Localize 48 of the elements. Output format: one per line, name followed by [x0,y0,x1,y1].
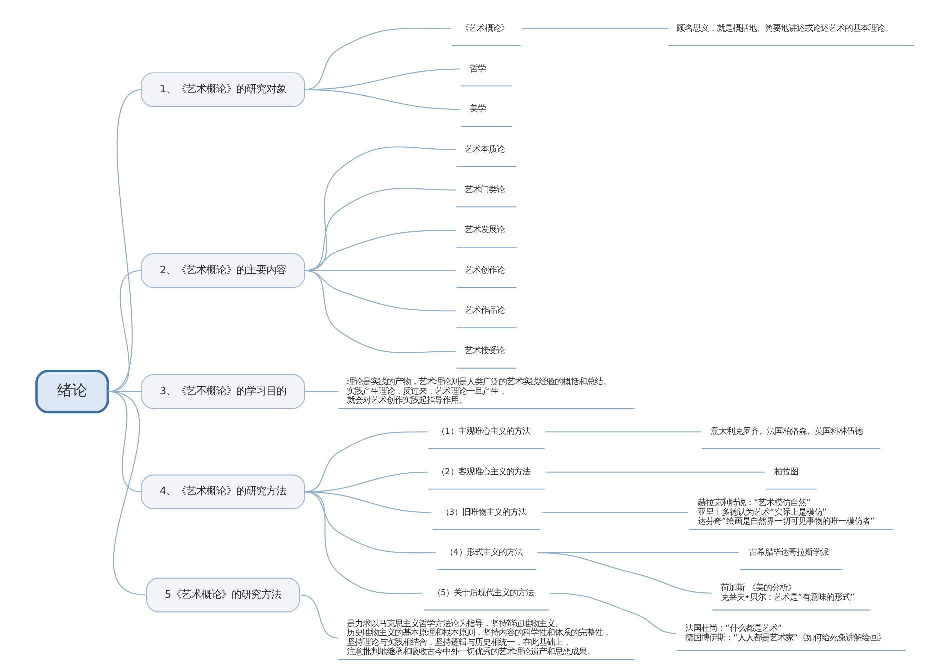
connector [304,89,460,110]
connector [304,28,451,90]
node-text: 赫拉克利特说：“艺术模仿自然” 亚里士多德认为艺术“实际上是模仿” 达芬奇“绘画是自然界一切可见事物的唯一模仿者” [698,497,874,526]
node-text: 美学 [469,104,486,114]
connector [522,28,668,30]
connector [304,188,456,272]
node-text: 艺术发展论 [464,224,505,235]
connector [107,89,142,392]
node-text: 意大利克罗齐、法国柏洛森、英国科林伍德 [710,426,862,436]
node-text: 法国杜尚：“什么都是艺术” 德国博伊斯：“人人都是艺术家”《如何给死兔讲解绘画》 [685,623,886,642]
connector [545,432,701,433]
node-text: 荷加斯 《美的分析》 克莱夫•贝尔：艺术是“有意味的形式” [720,582,854,602]
connector [304,270,456,354]
node-text: 艺术接受论 [464,346,505,356]
node-text: 理论是实践的产物，艺术理论则是人类广泛的艺术实践经验的概括和总结。实践产生理论，反过来，艺术理论一旦产生，就会对艺术创作实践起指导作用。 [346,376,611,406]
node-text: 艺术创作论 [464,264,505,275]
connector [550,592,676,634]
connector [304,492,422,594]
node-text: （3）旧唯物主义的方法 [440,506,526,517]
connector [542,512,688,514]
connector [304,146,456,272]
node-text: 艺术门类论 [464,184,505,194]
connector [107,391,146,596]
node-text: 艺术本质论 [464,144,505,154]
connector [300,594,338,639]
node-text: 《艺术概论》 [460,23,508,34]
connector [304,230,456,272]
node-box: 4、《艺术概论》的研究方法 [140,474,305,510]
node-text: （2）客观唯心主义的方法 [436,466,530,476]
node-text: （5）关于后现代主义的方法 [432,587,534,598]
node-text: 柏拉图 [774,466,798,476]
connector [545,472,765,473]
node-box: 2、《艺术概论》的主要内容 [140,254,305,288]
node-text: （4）形式主义的方法 [445,547,522,558]
node-text: 哲学 [469,63,486,74]
node-text: 艺术作品论 [464,305,505,316]
node-box: 1、《艺术概论》的研究对象 [140,72,305,108]
node-text: 古希腊毕达哥拉斯学派 [748,547,828,558]
connector [304,391,338,392]
node-box: 绪论 [35,370,109,414]
node-box: 3、《艺不概论》的学习目的 [140,374,305,410]
node-text: 顾名思义，就是概括地、简要地讲述或论述艺术的基本理论。 [676,23,893,34]
node-box: 5《艺术概论》的研究方法 [146,578,300,613]
connector [304,492,436,554]
connector [536,552,712,594]
node-text: 是力求以马克思主义哲学方法论为指导，坚持辩证唯物主义、历史唯物主义的基本原理和根本原则，坚持内容的科学性和体系的完整性，坚持理论与实践相结合，坚持逻辑与历史相统一，在此基础上，注意批判地继承和吸收古今中外一切优秀的艺术理论遗产和思想成果。 [346,618,611,656]
connector [107,270,142,392]
node-text: （1）主观唯心主义的方法 [436,426,530,436]
